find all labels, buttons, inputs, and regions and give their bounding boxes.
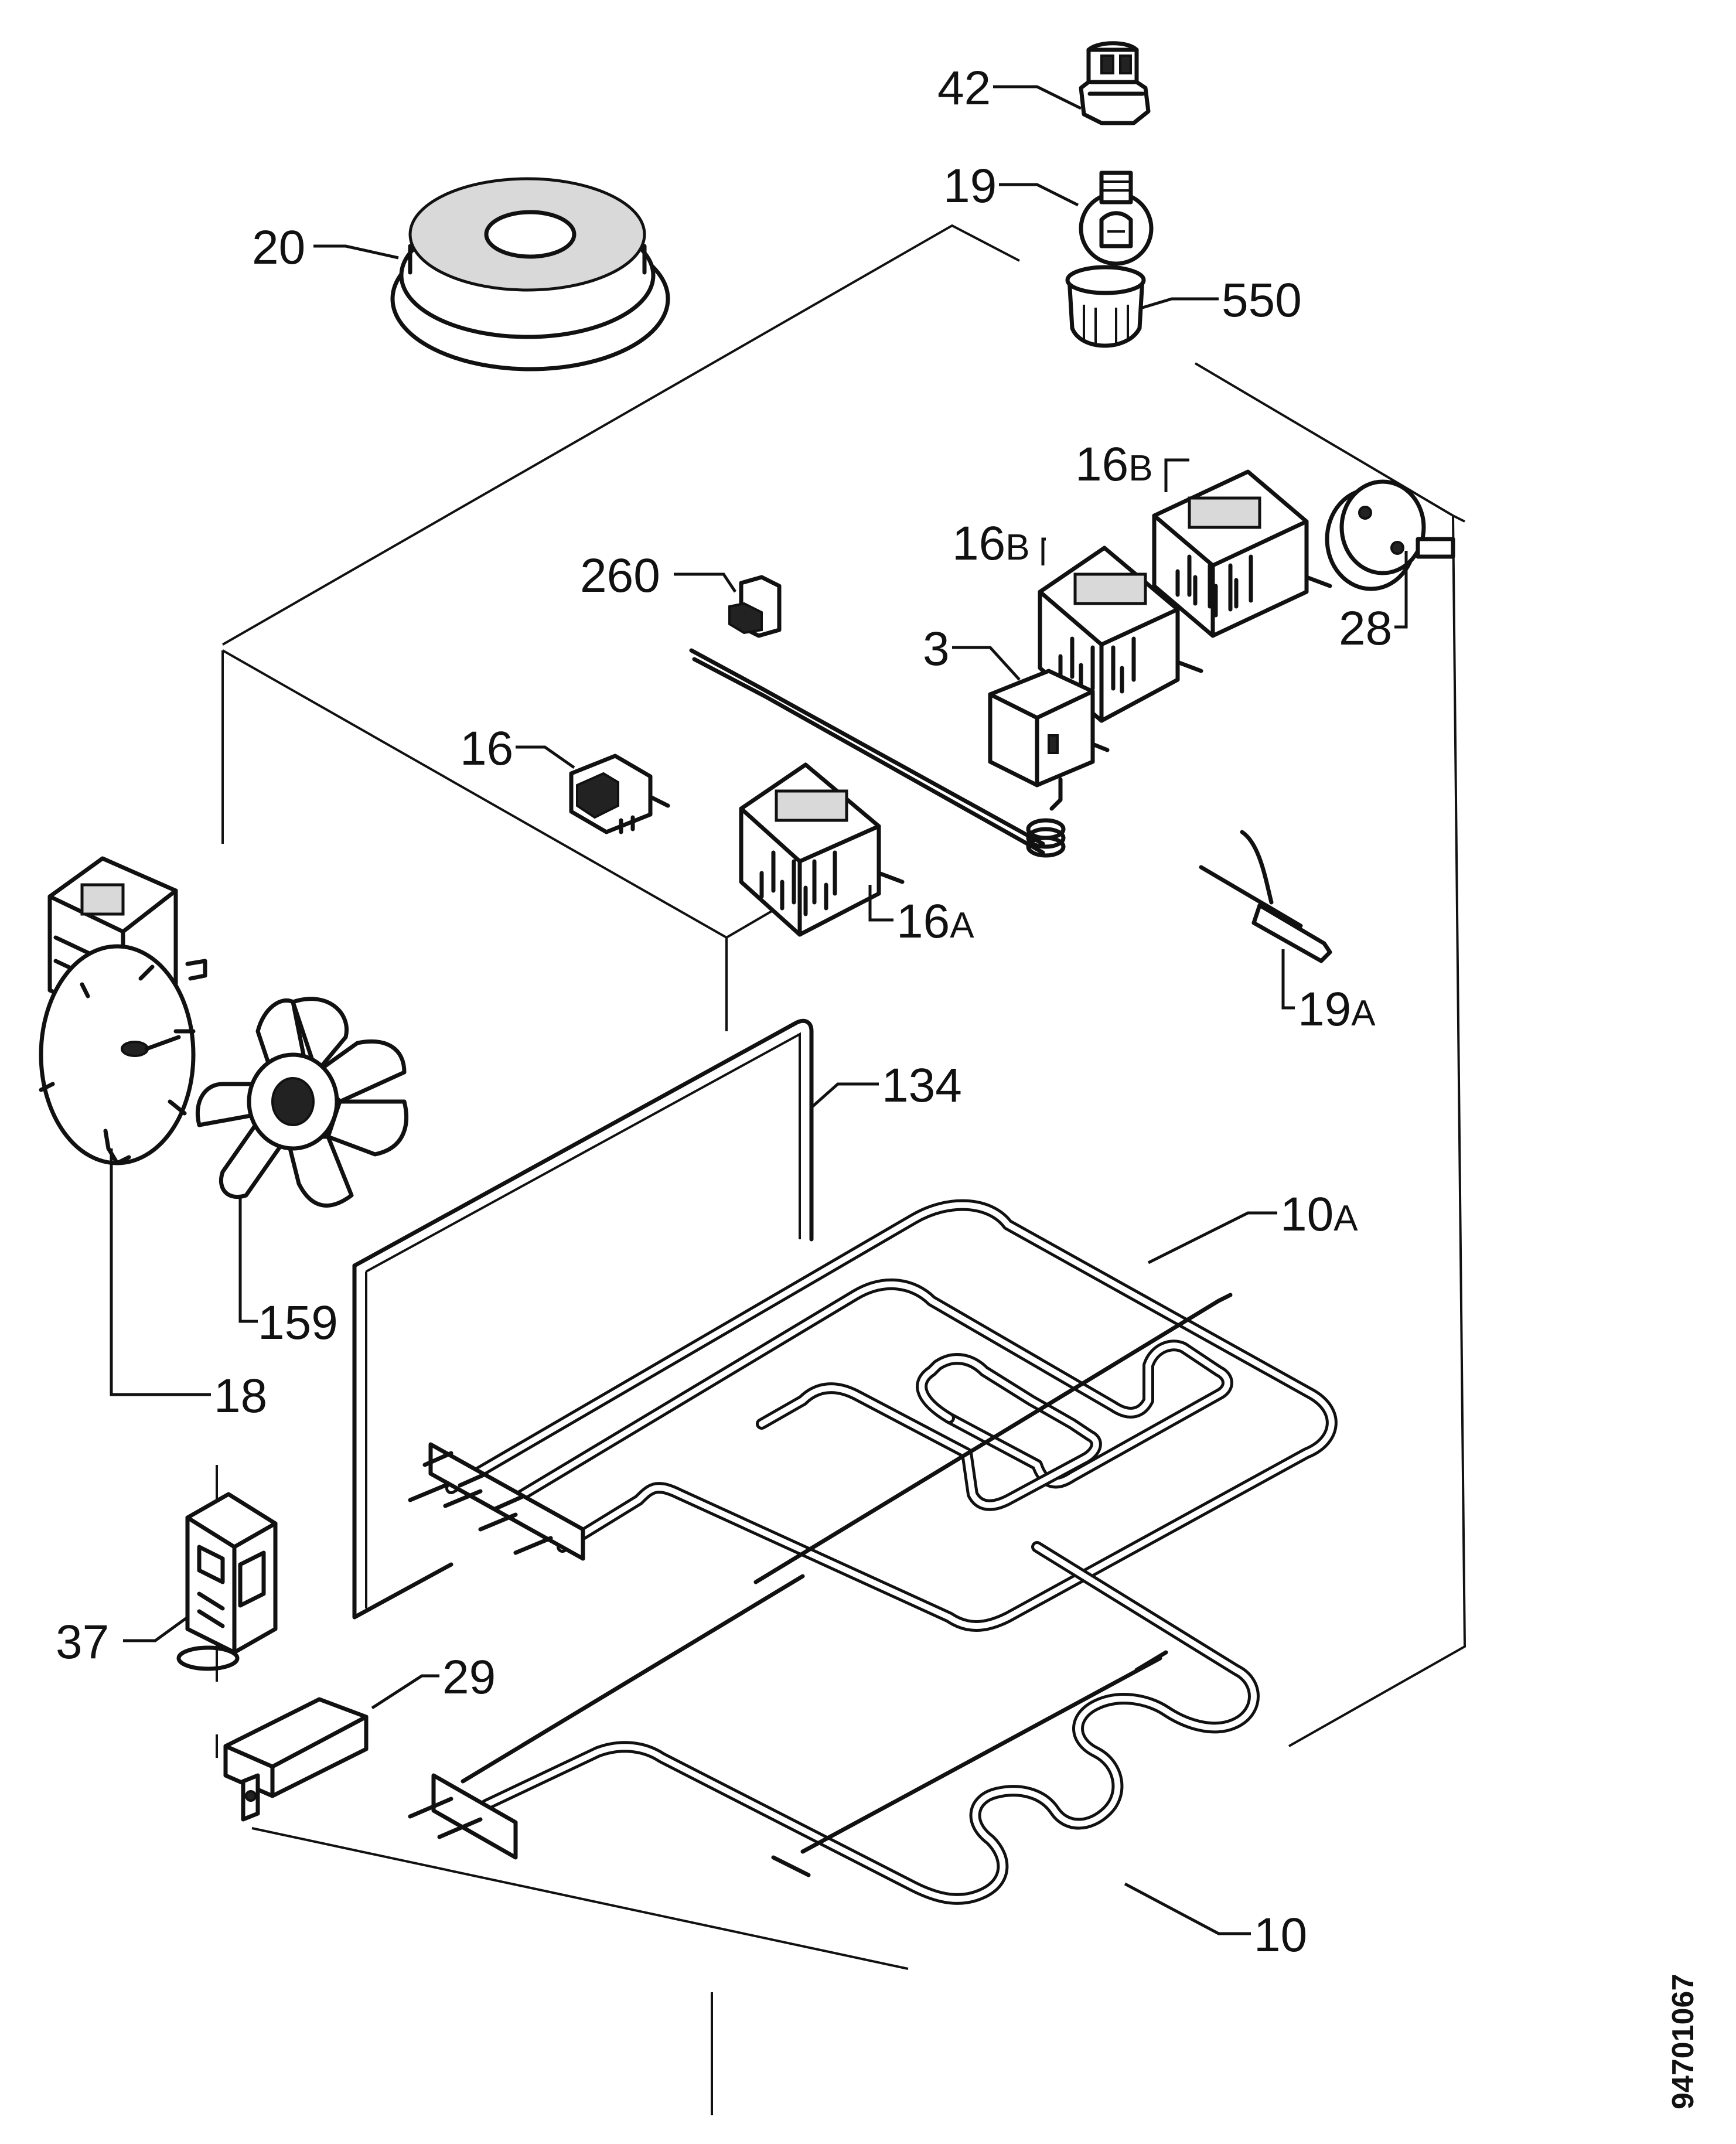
- lamp-holder-part-42: [1079, 41, 1151, 125]
- label-part-16: 16: [460, 722, 513, 775]
- safety-switch-part-37: [176, 1492, 278, 1671]
- label-part-18: 18: [214, 1369, 267, 1423]
- label-part-19: 19: [943, 159, 997, 213]
- label-part-37: 37: [56, 1615, 109, 1669]
- part-labels: 42 19 550 20 16B 16B 28 260 3 16 16A 19A…: [56, 62, 1392, 1962]
- label-part-29: 29: [442, 1651, 496, 1704]
- leader-lines: [110, 85, 1408, 1935]
- document-number: 94701067: [1666, 1974, 1700, 2109]
- label-part-260: 260: [580, 549, 660, 602]
- circular-cover-part-20: [390, 177, 670, 371]
- label-part-19a: 19A: [1298, 983, 1376, 1036]
- label-part-159: 159: [258, 1296, 338, 1349]
- lamp-bulb-part-19: [1079, 171, 1154, 266]
- energy-regulator-part-3: [689, 648, 1110, 858]
- label-part-10a: 10A: [1280, 1188, 1358, 1241]
- label-part-3: 3: [923, 622, 950, 676]
- fan-blade-part-159: [195, 997, 408, 1208]
- selector-switch-part-16a: [739, 762, 905, 937]
- sensor-probe-part-19a: [1199, 830, 1332, 963]
- lamp-cover-part-550: [1065, 265, 1146, 348]
- label-part-20: 20: [252, 221, 305, 274]
- fan-motor-part-18: [39, 856, 207, 1165]
- thermostat-part-28: [1325, 479, 1455, 591]
- label-part-16b-upper: 16B: [1075, 438, 1153, 491]
- label-part-16b-lower: 16B: [952, 517, 1030, 570]
- label-part-42: 42: [937, 62, 991, 115]
- selector-switch-part-16b-lower: [1038, 546, 1203, 723]
- rear-panel-part-134: [352, 1018, 814, 1620]
- label-part-28: 28: [1339, 602, 1392, 655]
- label-part-550: 550: [1222, 274, 1302, 327]
- clip-part-260: [728, 575, 782, 638]
- terminal-block-part-29: [223, 1697, 369, 1822]
- grill-element-part-10a: [408, 1199, 1338, 1632]
- lower-element-part-10: [408, 1541, 1260, 1905]
- push-switch-part-16: [569, 754, 670, 834]
- label-part-10: 10: [1254, 1908, 1307, 1962]
- selector-switch-part-16b-upper: [1152, 469, 1332, 638]
- label-part-134: 134: [882, 1059, 962, 1112]
- label-part-16a: 16A: [896, 895, 974, 948]
